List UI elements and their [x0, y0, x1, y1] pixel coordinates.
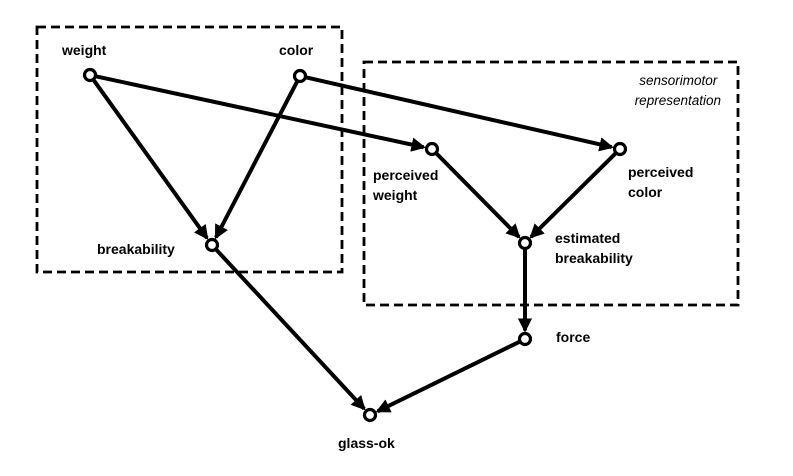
- node-breakability[interactable]: [204, 237, 220, 253]
- edges-layer: [92, 74, 617, 414]
- world-variables-box: [35, 25, 344, 274]
- node-perceived-color[interactable]: [612, 141, 628, 157]
- label-perceived-weight: perceived weight: [372, 167, 442, 203]
- node-color[interactable]: [292, 68, 308, 84]
- edge-force-to-glass-ok: [375, 340, 521, 414]
- edge-breakability-to-glass-ok: [214, 248, 366, 411]
- label-estimated-breakability-line2: breakability: [555, 250, 633, 266]
- node-glass-ok[interactable]: [362, 407, 378, 423]
- label-estimated-breakability: estimated breakability: [555, 230, 633, 266]
- label-estimated-breakability-line1: estimated: [555, 230, 620, 246]
- label-force: force: [556, 329, 590, 345]
- label-color: color: [279, 42, 314, 58]
- sensorimotor-annotation-line2: representation: [635, 93, 721, 108]
- edge-perceived-weight-to-estimated-breakability: [435, 152, 521, 239]
- node-weight[interactable]: [82, 67, 98, 83]
- label-perceived-weight-line1: perceived: [373, 167, 438, 183]
- edge-weight-to-breakability: [92, 79, 209, 240]
- edge-color-to-breakability: [214, 80, 299, 240]
- edge-weight-to-perceived-weight: [95, 74, 426, 152]
- label-perceived-weight-line2: weight: [372, 187, 418, 203]
- node-perceived-weight[interactable]: [424, 141, 440, 157]
- label-perceived-color-line1: perceived: [628, 164, 693, 180]
- edge-perceived-color-to-estimated-breakability: [529, 152, 617, 239]
- sensorimotor-annotation: sensorimotor representation: [635, 73, 721, 108]
- label-perceived-color: perceived color: [628, 164, 697, 200]
- label-perceived-color-line2: color: [628, 184, 663, 200]
- sensorimotor-annotation-line1: sensorimotor: [639, 73, 718, 88]
- sensorimotor-representation-box: [362, 60, 740, 307]
- label-breakability: breakability: [97, 241, 175, 257]
- label-glass-ok: glass-ok: [338, 435, 395, 451]
- nodes-layer: [82, 67, 628, 423]
- node-estimated-breakability[interactable]: [517, 235, 533, 251]
- label-weight: weight: [61, 42, 107, 58]
- edge-color-to-perceived-color: [305, 75, 614, 152]
- node-force[interactable]: [517, 331, 533, 347]
